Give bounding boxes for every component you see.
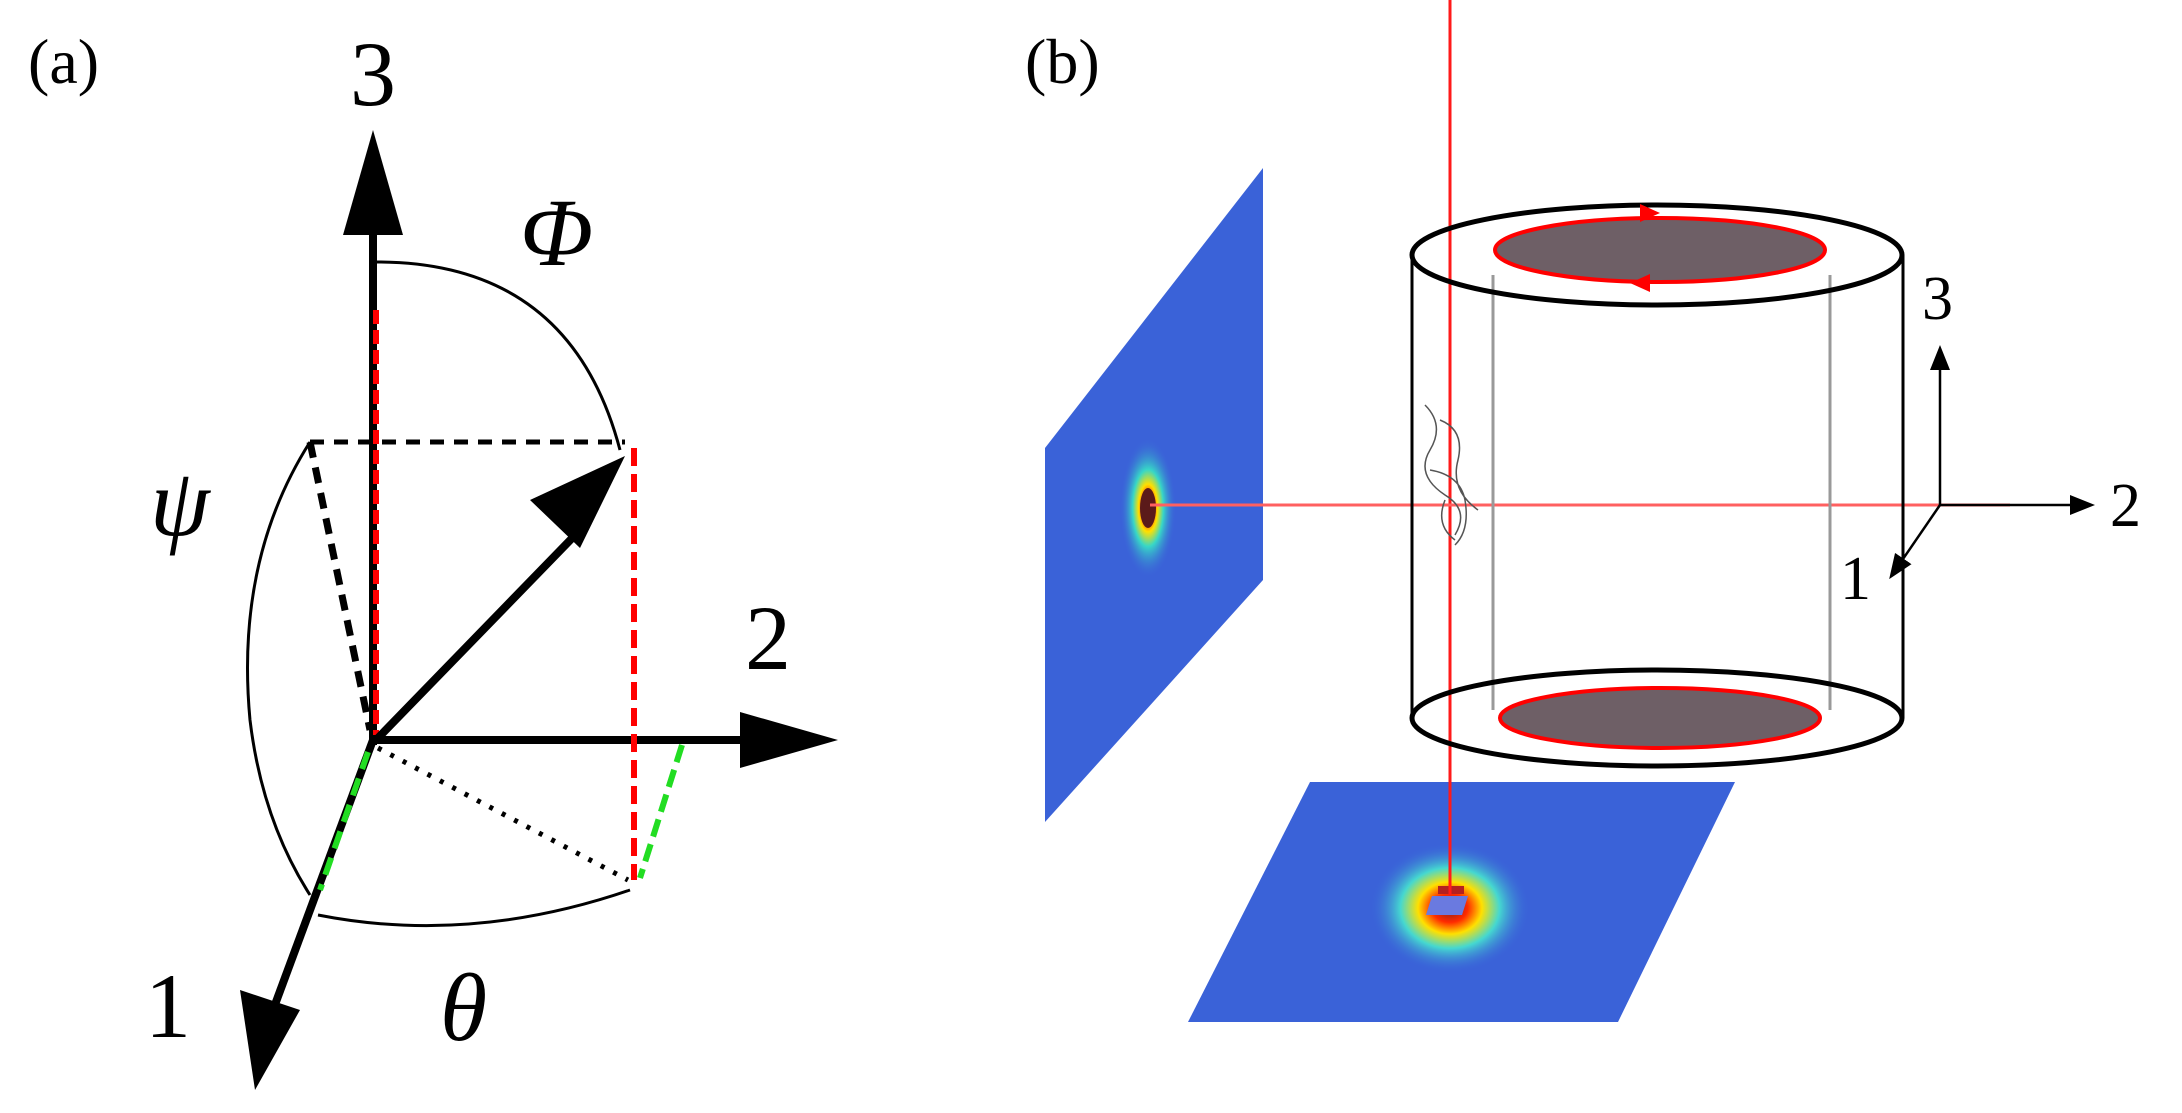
arrow-axis-icon (343, 130, 403, 235)
horizontal-detector (1188, 782, 1735, 1022)
green-projection-axis2 (637, 744, 685, 879)
phi-arc (372, 260, 622, 451)
top-disk (1493, 216, 1827, 284)
phi-label: Φ (520, 179, 594, 286)
cylinder-cell-icon (1409, 202, 1905, 769)
vector-arrow (375, 456, 625, 741)
axis-3-label: 3 (350, 23, 396, 125)
axis-2-arrow (373, 712, 838, 768)
theta-arc (317, 888, 631, 928)
dotted-projection (376, 745, 630, 883)
small-axes (1889, 345, 2095, 580)
vertical-detector (1045, 168, 1263, 822)
b-axis-3-label: 3 (1922, 265, 1953, 333)
b-axis-1-label: 1 (1840, 545, 1871, 613)
axis-1-label: 1 (145, 955, 191, 1057)
bottom-disk (1498, 686, 1822, 750)
panel-a-label: (a) (28, 26, 100, 97)
psi-arc (246, 441, 312, 896)
psi-label: ψ (150, 449, 210, 556)
rotation-arrow-icon (1640, 204, 1660, 222)
axis-2-label: 2 (745, 587, 791, 689)
theta-label: θ (440, 954, 488, 1061)
panel-b-label: (b) (1025, 26, 1100, 97)
sample-fibers (1424, 404, 1479, 546)
psi-dashed-line (306, 441, 374, 731)
b-axis-2-label: 2 (2110, 472, 2141, 540)
green-projection-axis1 (317, 751, 371, 891)
